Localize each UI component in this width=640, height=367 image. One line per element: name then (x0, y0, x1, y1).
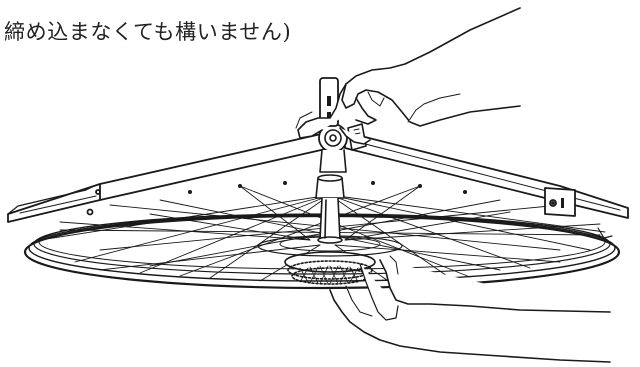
hub-axle (315, 174, 345, 244)
lower-hand (329, 255, 611, 363)
cassette-sprocket (284, 251, 376, 285)
instruction-caption: 締め込まなくても構いません) (4, 20, 292, 44)
upper-hand (295, 7, 521, 145)
stand-right-arm (344, 131, 629, 239)
stand-left-arm (7, 131, 331, 223)
spoke-nipples (188, 181, 467, 194)
